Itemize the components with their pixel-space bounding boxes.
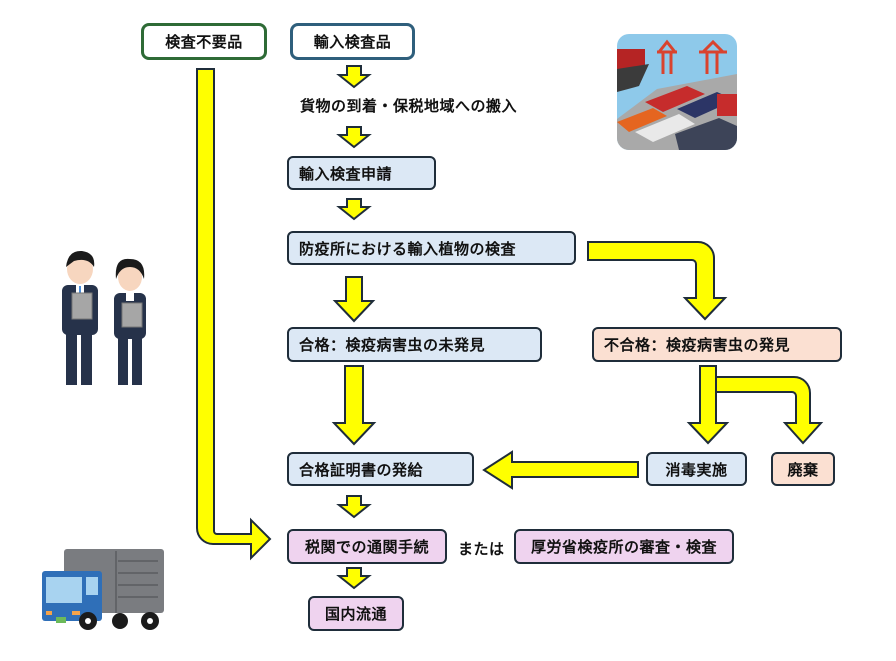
arrow-inspection-to-fail: [587, 241, 728, 321]
mhlw-node: 厚労省検疫所の審査・検査: [514, 529, 734, 564]
arrow-pass-to-certificate: [331, 365, 377, 446]
container-port-illustration: [617, 34, 737, 150]
delivery-truck-illustration: [42, 549, 164, 630]
arrow-fail-to-disposal: [715, 376, 824, 445]
fail-node: 不合格：検疫病害虫の発見: [592, 327, 842, 362]
arrow-inspection-to-pass: [332, 276, 376, 323]
arrow-disinfection-to-certificate: [482, 450, 639, 490]
pass-node: 合格：検疫病害虫の未発見: [287, 327, 542, 362]
disinfection-node: 消毒実施: [646, 452, 747, 486]
customs-node: 税関での通関手続: [287, 529, 447, 564]
certificate-node: 合格証明書の発給: [287, 452, 474, 486]
or-label: または: [458, 540, 505, 558]
no-inspection-goods-node: 検査不要品: [141, 23, 267, 60]
arrow-fail-to-disinfection: [686, 365, 730, 445]
arrow-no-inspection-to-customs: [196, 68, 272, 561]
distribution-node: 国内流通: [308, 596, 404, 631]
inspectors-illustration: [62, 250, 146, 385]
arrow-application-to-inspection: [336, 198, 372, 221]
arrow-goods-to-arrival: [336, 65, 372, 89]
inspection-node: 防疫所における輸入植物の検査: [287, 231, 576, 265]
arrow-customs-to-distribution: [336, 567, 372, 590]
import-inspection-goods-node: 輸入検査品: [290, 23, 415, 60]
arrow-certificate-to-customs: [336, 495, 372, 519]
disposal-node: 廃棄: [771, 452, 835, 486]
application-node: 輸入検査申請: [287, 156, 436, 190]
arrival-step-label: 貨物の到着・保税地域への搬入: [300, 97, 518, 115]
arrow-arrival-to-application: [336, 126, 372, 149]
